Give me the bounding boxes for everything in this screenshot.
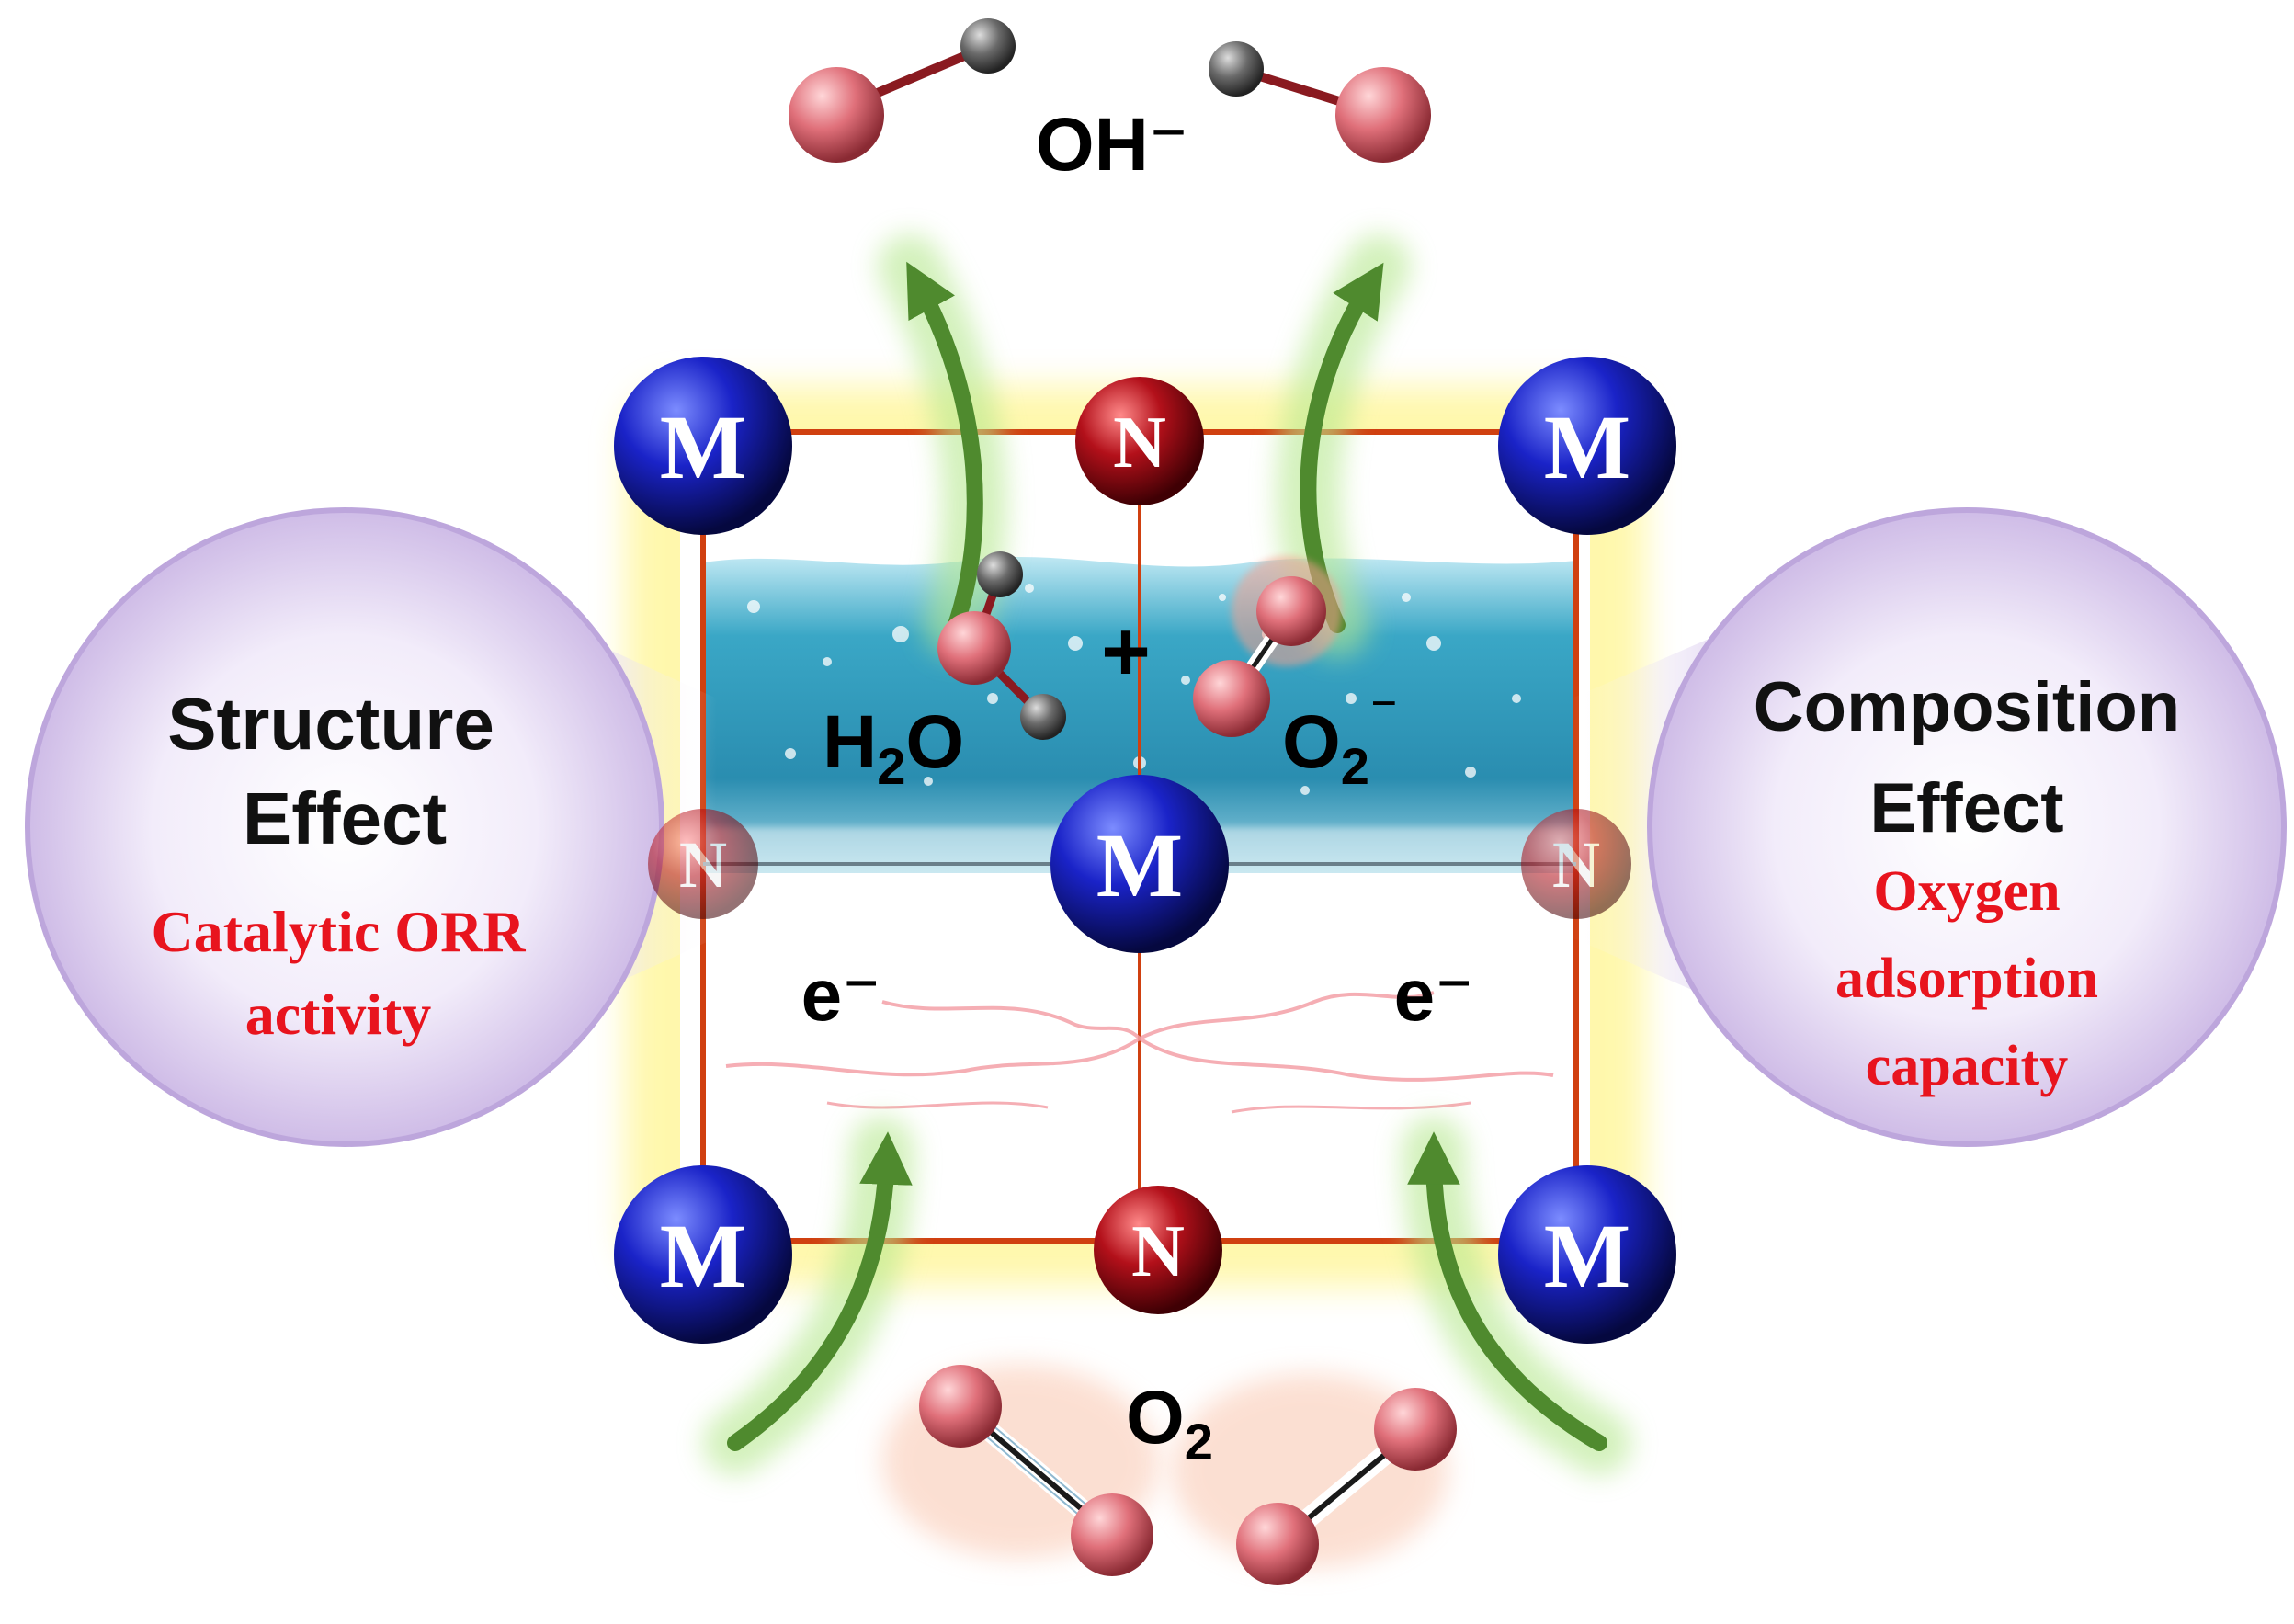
hydroxide-label: OH⁻ xyxy=(1036,103,1188,187)
hydroxide-molecules xyxy=(789,18,1431,163)
svg-text:N: N xyxy=(1131,1211,1185,1292)
svg-text:M: M xyxy=(1544,1205,1630,1307)
electron-label-right: e⁻ xyxy=(1394,954,1474,1036)
side-nitrogen-atoms: N N xyxy=(648,809,1631,919)
svg-text:M: M xyxy=(1096,814,1183,916)
structure-effect-title-1: Structure xyxy=(167,683,494,765)
svg-text:N: N xyxy=(679,828,727,902)
structure-effect-sub-1: Catalytic ORR xyxy=(151,899,526,964)
metal-atom-bottom-left: M xyxy=(614,1165,792,1344)
svg-text:N: N xyxy=(1113,403,1166,483)
oxygen-label: O2 xyxy=(1126,1376,1213,1471)
composition-effect-title-1: Composition xyxy=(1754,668,2180,746)
metal-atoms: M M M M M xyxy=(614,357,1676,1344)
svg-text:N: N xyxy=(1552,828,1600,902)
composition-effect-sub-3: capacity xyxy=(1866,1035,2068,1097)
composition-effect-bubble: Composition Effect Oxygen adsorption cap… xyxy=(1647,507,2287,1147)
nitrogen-atom-bottom: N xyxy=(1094,1186,1222,1314)
structure-effect-title-2: Effect xyxy=(243,778,447,859)
superoxide-molecule xyxy=(1193,556,1342,737)
nitrogen-atom-top: N xyxy=(1075,377,1204,505)
electron-label-left: e⁻ xyxy=(801,954,881,1036)
plus-label: + xyxy=(1101,605,1151,698)
water-label: H2O xyxy=(823,700,964,795)
metal-atom-center: M xyxy=(1050,775,1229,953)
superoxide-label: O2⁻ xyxy=(1282,681,1399,795)
metal-atom-top-right: M xyxy=(1498,357,1676,535)
structure-effect-sub-2: activity xyxy=(245,982,432,1047)
svg-text:M: M xyxy=(660,396,746,498)
water-molecule xyxy=(937,551,1066,740)
composition-effect-sub-1: Oxygen xyxy=(1873,860,2060,923)
arrow-in-right xyxy=(1407,1131,1607,1451)
nitrogen-atoms: N N xyxy=(1075,377,1222,1314)
electron-sparks xyxy=(725,991,1554,1114)
svg-text:M: M xyxy=(660,1205,746,1307)
oxygen-molecules xyxy=(882,1365,1457,1585)
svg-text:M: M xyxy=(1544,396,1630,498)
arrow-in-left xyxy=(727,1131,913,1451)
structure-effect-bubble: Structure Effect Catalytic ORR activity xyxy=(25,507,664,1147)
metal-atom-top-left: M xyxy=(614,357,792,535)
metal-atom-bottom-right: M xyxy=(1498,1165,1676,1344)
composition-effect-title-2: Effect xyxy=(1869,769,2063,847)
arrow-up-left xyxy=(906,261,983,633)
composition-effect-sub-2: adsorption xyxy=(1835,948,2098,1010)
